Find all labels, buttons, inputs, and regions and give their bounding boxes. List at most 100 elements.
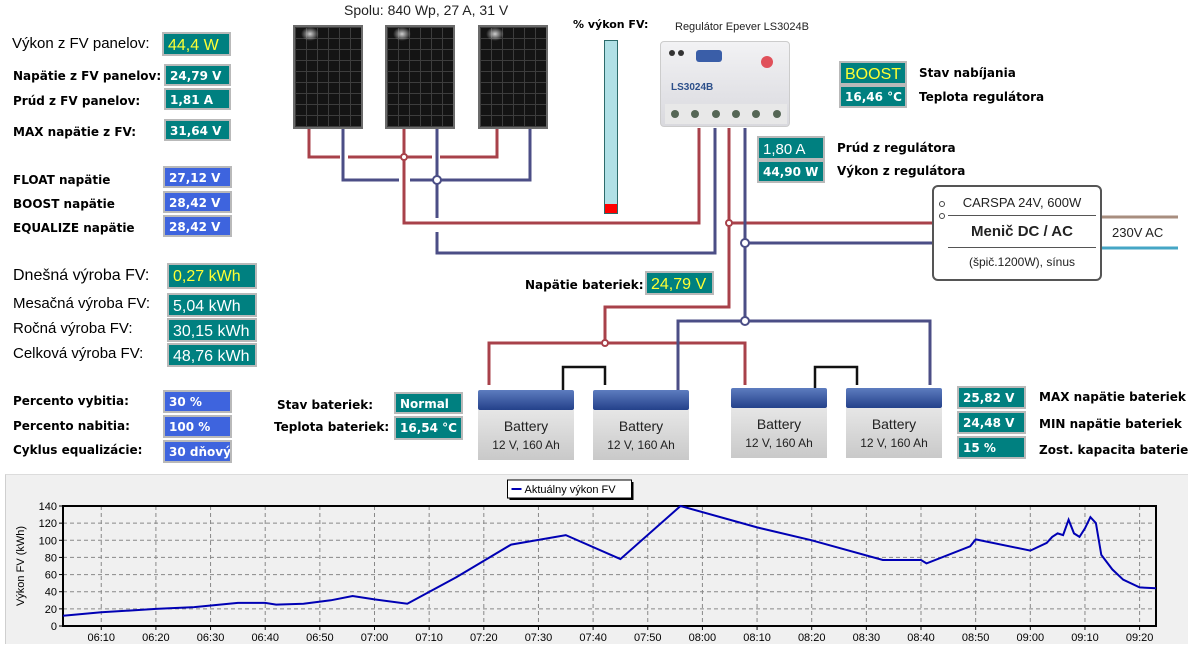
- x-tick-label: 07:50: [634, 632, 662, 644]
- x-tick-label: 08:00: [689, 632, 717, 644]
- charge-percent-value: 100 %: [163, 415, 232, 438]
- regulator-model: LS3024B: [671, 82, 714, 93]
- regulator-power-label: Výkon z regulátora: [837, 164, 966, 178]
- regulator-power-value: 44,90 W: [757, 160, 825, 183]
- battery-lid: [731, 388, 827, 408]
- terminal-icon: [732, 110, 741, 118]
- x-tick-label: 06:30: [197, 632, 225, 644]
- today-production-label: Dnešná výroba FV:: [13, 267, 150, 284]
- x-tick-label: 06:10: [87, 632, 115, 644]
- total-production-label: Celková výroba FV:: [13, 345, 144, 362]
- x-tick-label: 08:40: [907, 632, 935, 644]
- indicator-icon: [939, 201, 945, 207]
- regulator-title: Regulátor Epever LS3024B: [675, 21, 809, 33]
- x-tick-label: 06:40: [251, 632, 279, 644]
- wire-pv-positive: [307, 128, 701, 225]
- x-tick-label: 07:10: [415, 632, 443, 644]
- inverter-peak: (špič.1200W), sínus: [968, 255, 1076, 269]
- discharge-percent-label: Percento vybitia:: [13, 394, 129, 408]
- battery-title: Battery: [503, 418, 549, 434]
- pv-percent-fill: [605, 204, 617, 213]
- battery-4: Battery 12 V, 160 Ah: [846, 388, 942, 458]
- x-tick-label: 08:50: [962, 632, 990, 644]
- x-tick-label: 07:20: [470, 632, 498, 644]
- pv-total-label: Spolu: 840 Wp, 27 A, 31 V: [344, 2, 509, 18]
- regulator-current-value: 1,80 A: [757, 136, 825, 160]
- terminal-icon: [752, 110, 761, 118]
- y-tick-label: 40: [45, 587, 57, 599]
- battery-voltage-label: Napätie bateriek:: [525, 278, 644, 292]
- plot-border: [62, 505, 1157, 627]
- inverter-spec: CARSPA 24V, 600W: [962, 195, 1082, 210]
- pv-power-label: Výkon z FV panelov:: [12, 35, 150, 52]
- year-production-label: Ročná výroba FV:: [13, 320, 133, 337]
- charge-state-value: BOOST: [839, 61, 907, 85]
- battery-max-voltage-value: 25,82 V: [957, 386, 1026, 409]
- y-tick-label: 100: [39, 535, 57, 547]
- x-tick-label: 07:30: [525, 632, 553, 644]
- junction-battery-negative: [740, 316, 750, 326]
- equalize-cycle-value: 30 dňový: [163, 440, 232, 463]
- battery-state-label: Stav bateriek:: [277, 398, 373, 412]
- discharge-percent-value: 30 %: [163, 390, 232, 413]
- regulator-current-label: Prúd z regulátora: [837, 141, 956, 155]
- boost-voltage-label: BOOST napätie: [13, 197, 115, 211]
- pv-percent-bar: [604, 40, 618, 214]
- x-tick-label: 08:10: [743, 632, 771, 644]
- battery-spec: 12 V, 160 Ah: [860, 436, 928, 450]
- battery-title: Battery: [871, 416, 917, 432]
- battery-capacity-value: 15 %: [957, 436, 1026, 459]
- x-tick-label: 07:00: [361, 632, 389, 644]
- inverter-device: CARSPA 24V, 600W Menič DC / AC (špič.120…: [932, 185, 1102, 281]
- inverter-title: Menič DC / AC: [971, 223, 1073, 240]
- x-tick-label: 09:10: [1071, 632, 1099, 644]
- battery-title: Battery: [618, 418, 664, 434]
- battery-state-value: Normal: [394, 392, 463, 414]
- pv-max-voltage-value: 31,64 V: [164, 119, 231, 141]
- junction-battery-positive: [601, 339, 609, 347]
- legend-label: Aktuálny výkon FV: [525, 484, 617, 496]
- terminal-icon: [711, 110, 720, 118]
- battery-spec: 12 V, 160 Ah: [745, 436, 813, 450]
- junction-pv-negative: [432, 175, 442, 185]
- battery-lid: [593, 390, 689, 410]
- junction-inverter-positive: [725, 219, 733, 227]
- junction-inverter-negative: [740, 238, 750, 248]
- equalize-voltage-value: 28,42 V: [163, 215, 232, 237]
- boost-voltage-value: 28,42 V: [163, 191, 232, 213]
- battery-min-voltage-value: 24,48 V: [957, 411, 1026, 434]
- pv-power-value: 44,4 W: [162, 32, 231, 56]
- regulator-temp-label: Teplota regulátora: [919, 90, 1045, 104]
- terminal-icon: [671, 110, 680, 118]
- solar-panel-3: [478, 25, 548, 129]
- y-tick-label: 120: [39, 518, 57, 530]
- x-tick-label: 08:20: [798, 632, 826, 644]
- x-tick-label: 07:40: [579, 632, 607, 644]
- pv-voltage-value: 24,79 V: [164, 64, 231, 86]
- legend-box: [507, 479, 632, 499]
- x-tick-label: 08:30: [853, 632, 881, 644]
- wiring-diagram: [307, 128, 1178, 390]
- solar-panel-1: [293, 25, 363, 129]
- y-tick-label: 140: [39, 501, 57, 513]
- battery-spec: 12 V, 160 Ah: [607, 438, 675, 452]
- ac-output-label: 230V AC: [1112, 225, 1164, 240]
- month-production-value: 5,04 kWh: [167, 293, 257, 317]
- battery-capacity-label: Zost. kapacita bateriek: [1039, 443, 1188, 457]
- pv-current-value: 1,81 A: [164, 88, 231, 110]
- total-production-value: 48,76 kWh: [167, 343, 257, 367]
- y-tick-label: 20: [45, 604, 57, 616]
- y-axis-label: Výkon FV (kWh): [15, 526, 27, 606]
- battery-temp-value: 16,54 °C: [394, 416, 463, 440]
- today-production-value: 0,27 kWh: [167, 263, 257, 289]
- x-tick-label: 06:50: [306, 632, 334, 644]
- float-voltage-label: FLOAT napätie: [13, 173, 111, 187]
- float-voltage-value: 27,12 V: [163, 166, 232, 188]
- regulator-button: [761, 56, 773, 68]
- battery-temp-label: Teplota bateriek:: [274, 420, 390, 434]
- solar-panel-2: [385, 25, 455, 129]
- battery-2: Battery 12 V, 160 Ah: [593, 390, 689, 460]
- battery-voltage-value: 24,79 V: [645, 271, 714, 295]
